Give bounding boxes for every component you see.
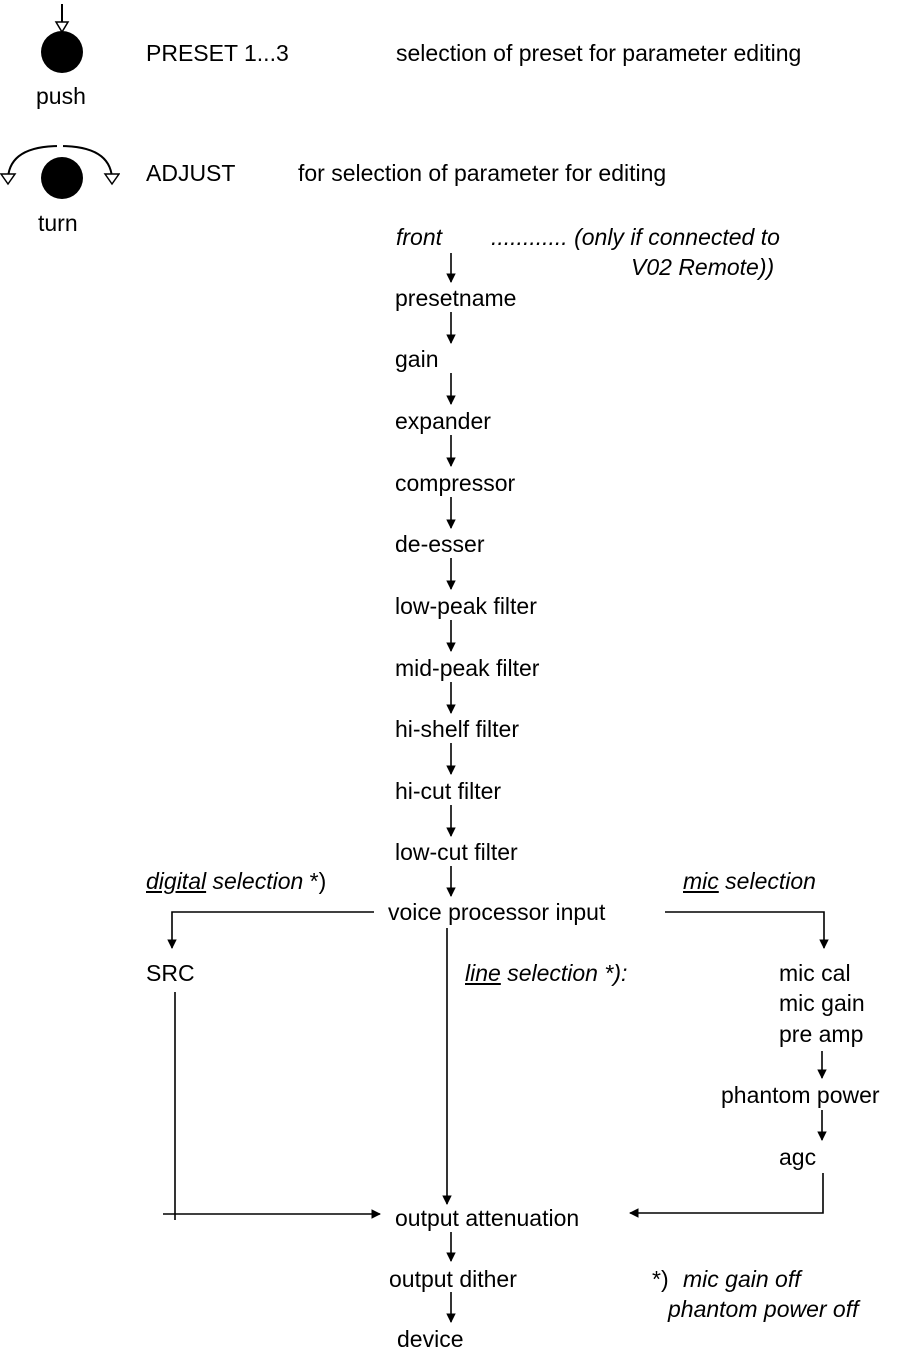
mic-selection-label: mic selection bbox=[683, 870, 816, 893]
front-note-line-2: V02 Remote)) bbox=[631, 254, 775, 280]
output-dither: output dither bbox=[389, 1266, 517, 1292]
digital-rest: selection bbox=[206, 868, 304, 894]
voice-processor-input: voice processor input bbox=[388, 899, 606, 925]
mic-rest: selection bbox=[718, 868, 816, 894]
push-knob-icon bbox=[41, 4, 83, 73]
mic-cal: mic cal bbox=[779, 960, 851, 986]
adjust-control-name: ADJUST bbox=[146, 160, 236, 186]
step-low-cut-filter: low-cut filter bbox=[395, 839, 518, 865]
device: device bbox=[397, 1326, 464, 1352]
agc: agc bbox=[779, 1144, 817, 1170]
front-note-line-1: ............ (only if connected to bbox=[491, 224, 780, 250]
rotary-knob-icon bbox=[0, 138, 120, 199]
step-low-peak-filter: low-peak filter bbox=[395, 593, 537, 619]
digital-selection-label: digital selection *) bbox=[146, 870, 326, 893]
footnote-marker: *) bbox=[652, 1266, 669, 1292]
line-word: line bbox=[465, 960, 501, 986]
preset-control-description: selection of preset for parameter editin… bbox=[396, 40, 802, 66]
step-gain: gain bbox=[395, 346, 439, 372]
digital-note: *) bbox=[303, 868, 327, 894]
step-hi-cut-filter: hi-cut filter bbox=[395, 778, 502, 804]
footnote-line-1: mic gain off bbox=[683, 1266, 801, 1292]
mic-word: mic bbox=[683, 868, 719, 894]
arrow-agc-output bbox=[629, 1173, 824, 1218]
turn-label: turn bbox=[38, 210, 78, 236]
step-expander: expander bbox=[395, 408, 491, 434]
footnote-line-2: phantom power off bbox=[668, 1296, 859, 1322]
phantom-power: phantom power bbox=[721, 1082, 880, 1108]
arrow-vpi-mic bbox=[665, 911, 829, 949]
step-compressor: compressor bbox=[395, 470, 516, 496]
front-step: front bbox=[396, 224, 443, 250]
line-selection-label: line selection *): bbox=[465, 962, 627, 985]
step-hi-shelf-filter: hi-shelf filter bbox=[395, 716, 519, 742]
preset-control-name: PRESET 1...3 bbox=[146, 40, 289, 66]
digital-word: digital bbox=[146, 868, 207, 894]
arrow-vpi-src bbox=[167, 911, 374, 949]
line-rest: selection *): bbox=[500, 960, 628, 986]
pre-amp: pre amp bbox=[779, 1021, 864, 1047]
adjust-control-description: for selection of parameter for editing bbox=[298, 160, 667, 186]
output-attenuation: output attenuation bbox=[395, 1205, 580, 1231]
step-presetname: presetname bbox=[395, 285, 517, 311]
step-de-esser: de-esser bbox=[395, 531, 485, 557]
mic-gain: mic gain bbox=[779, 990, 865, 1016]
push-label: push bbox=[36, 83, 86, 109]
src-node: SRC bbox=[146, 960, 195, 986]
step-mid-peak-filter: mid-peak filter bbox=[395, 655, 540, 681]
